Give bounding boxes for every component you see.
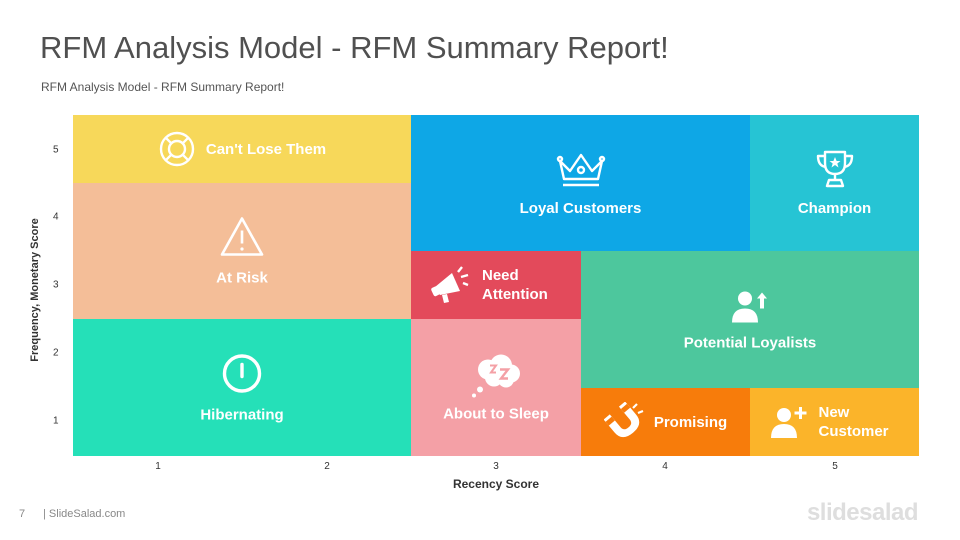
lifebuoy-icon xyxy=(158,130,196,168)
segment-label: About to Sleep xyxy=(443,405,549,422)
page-subtitle: RFM Analysis Model - RFM Summary Report! xyxy=(41,80,285,94)
y-tick: 5 xyxy=(53,144,59,156)
trophy-icon xyxy=(814,149,856,189)
megaphone-icon xyxy=(430,265,470,305)
page-title: RFM Analysis Model - RFM Summary Report! xyxy=(40,30,669,65)
y-tick: 1 xyxy=(53,415,59,427)
x-tick: 2 xyxy=(324,461,330,472)
segment-label: New Customer xyxy=(818,404,889,440)
segment-label: Promising xyxy=(653,413,728,431)
crown-icon xyxy=(556,149,606,189)
y-tick: 3 xyxy=(53,279,59,291)
x-tick: 1 xyxy=(155,461,161,472)
segment-new-customer: New Customer xyxy=(750,388,919,456)
segment-potential-loyalists: Potential Loyalists xyxy=(581,251,919,388)
y-tick: 2 xyxy=(53,347,59,359)
segment-about-to-sleep: About to Sleep xyxy=(411,319,581,456)
segment-champion: Champion xyxy=(750,115,919,251)
segment-hibernating: Hibernating xyxy=(73,319,411,456)
segment-cant-lose-them: Can't Lose Them xyxy=(73,115,411,183)
brand-logo: slidesalad xyxy=(806,499,919,526)
segment-label: Potential Loyalists xyxy=(683,334,817,351)
x-tick: 3 xyxy=(493,461,499,472)
footer-source: | SlideSalad.com xyxy=(43,508,126,520)
segment-at-risk: At Risk xyxy=(73,183,411,319)
sleep-icon xyxy=(470,353,522,397)
user-up-icon xyxy=(730,288,770,324)
rfm-grid: Can't Lose Them At Risk Hiber xyxy=(73,115,919,456)
power-icon xyxy=(221,352,263,394)
page-number: 7 xyxy=(19,508,26,520)
y-tick: 4 xyxy=(53,211,59,223)
segment-label: Loyal Customers xyxy=(519,200,642,217)
user-plus-icon xyxy=(770,405,807,439)
x-tick: 5 xyxy=(832,461,838,472)
magnet-icon xyxy=(603,402,644,442)
segment-label: At Risk xyxy=(216,269,268,287)
segment-label: Need Attention xyxy=(482,267,548,303)
x-tick: 4 xyxy=(662,461,668,472)
segment-label: Can't Lose Them xyxy=(205,140,327,158)
segment-need-attention: Need Attention xyxy=(411,251,581,319)
warning-icon xyxy=(219,216,265,258)
segment-loyal-customers: Loyal Customers xyxy=(411,115,750,251)
y-axis-title: Frequency, Monetary Score xyxy=(29,218,41,362)
segment-label: Champion xyxy=(797,200,872,217)
segment-promising: Promising xyxy=(581,388,750,456)
x-axis-title: Recency Score xyxy=(452,477,540,491)
segment-label: Hibernating xyxy=(200,406,284,423)
